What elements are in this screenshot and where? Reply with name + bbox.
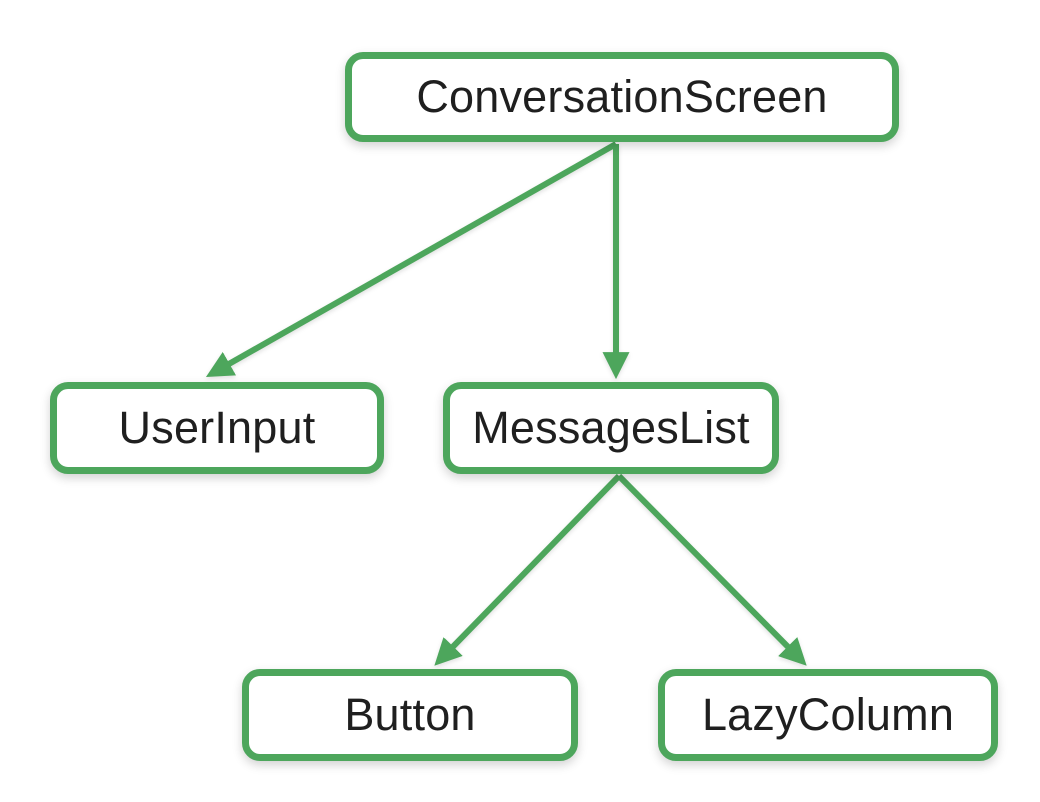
node-button: Button bbox=[242, 669, 578, 761]
node-messages-list: MessagesList bbox=[443, 382, 779, 474]
node-user-input: UserInput bbox=[50, 382, 384, 474]
node-lazy-column: LazyColumn bbox=[658, 669, 998, 761]
node-label-button: Button bbox=[344, 689, 476, 740]
node-label-messages-list: MessagesList bbox=[472, 402, 750, 453]
node-conversation-screen: ConversationScreen bbox=[345, 52, 899, 142]
node-label-conversation-screen: ConversationScreen bbox=[416, 71, 828, 122]
edge-messageslist-to-button bbox=[434, 473, 622, 666]
node-label-user-input: UserInput bbox=[118, 402, 316, 453]
edge-conversationscreen-to-userinput bbox=[205, 141, 618, 378]
node-label-lazy-column: LazyColumn bbox=[701, 689, 955, 740]
edge-messageslist-to-lazycolumn bbox=[616, 473, 807, 666]
